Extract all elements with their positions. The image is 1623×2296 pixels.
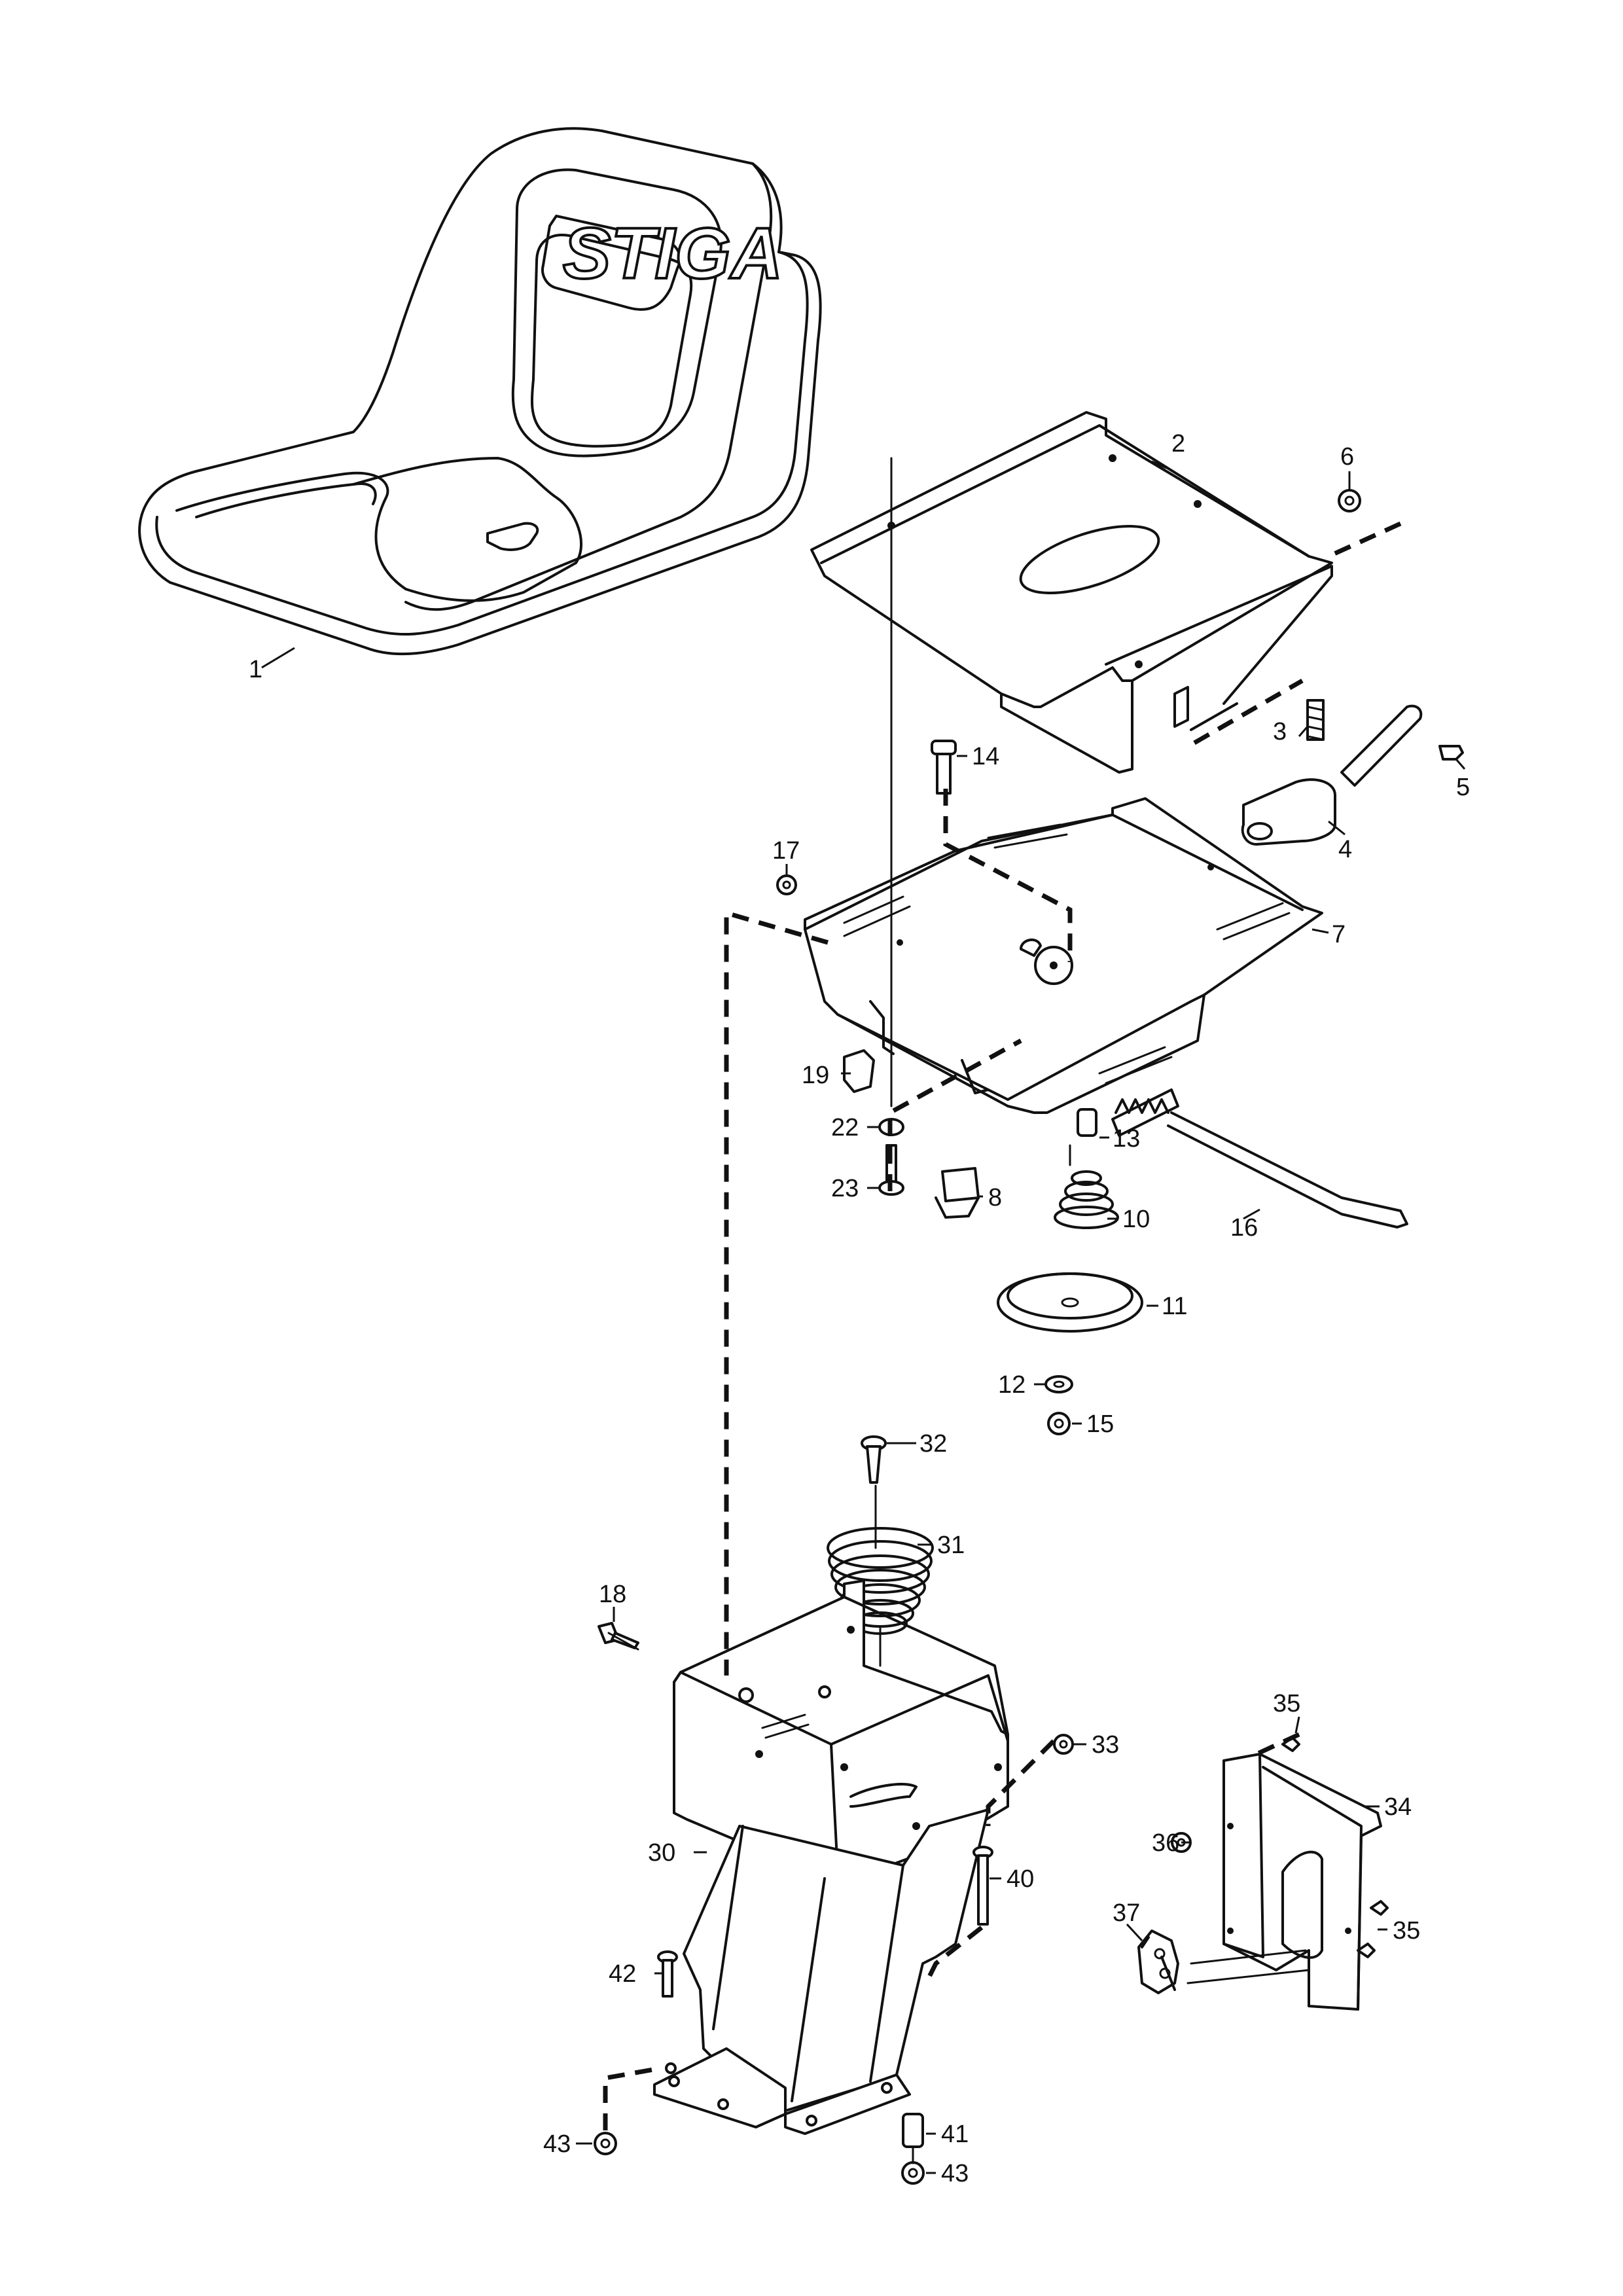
nut-33	[1053, 1734, 1074, 1755]
screw-35b	[1357, 1900, 1389, 1958]
spacer-13	[1077, 1108, 1097, 1137]
switch-guard	[1137, 1736, 1389, 2011]
callout-12: 12	[998, 1371, 1026, 1399]
seat-bracket	[810, 411, 1333, 774]
assembly-lines	[603, 457, 1402, 2164]
callout-36: 36	[1152, 1829, 1179, 1857]
seat-logo: STIGA	[563, 213, 783, 294]
clip-19	[843, 1049, 875, 1093]
spring-10	[1054, 1170, 1119, 1229]
callout-41: 41	[941, 2121, 969, 2148]
callout-30: 30	[648, 1839, 675, 1867]
callout-4: 4	[1338, 836, 1352, 863]
washer-12	[1044, 1375, 1073, 1393]
callout-35-bottom: 35	[1393, 1917, 1420, 1945]
callout-8: 8	[988, 1184, 1002, 1211]
callout-19: 19	[802, 1062, 829, 1089]
callout-1: 1	[249, 656, 262, 683]
column-bracket	[653, 1579, 1009, 2135]
bolt-14	[931, 740, 957, 795]
callout-40: 40	[1007, 1865, 1034, 1893]
callout-43-right: 43	[941, 2160, 969, 2187]
callout-34: 34	[1384, 1793, 1412, 1821]
callout-15: 15	[1086, 1410, 1114, 1438]
callout-32: 32	[919, 1430, 947, 1458]
bolt-32	[861, 1435, 887, 1484]
callout-11: 11	[1162, 1293, 1187, 1320]
nut-15	[1047, 1412, 1071, 1435]
bolt-42	[657, 1950, 678, 1998]
callout-10: 10	[1122, 1206, 1150, 1233]
bolt-18	[597, 1622, 639, 1649]
callout-13: 13	[1113, 1125, 1140, 1153]
screw-5	[1438, 745, 1464, 761]
callout-42: 42	[609, 1960, 636, 1988]
handle-4	[1241, 704, 1423, 846]
lever-rod	[1167, 1111, 1408, 1229]
seat-plate	[804, 797, 1323, 1137]
spacer-41	[902, 2113, 924, 2148]
seat: STIGA	[138, 127, 822, 656]
callout-2: 2	[1171, 430, 1185, 457]
nut-17	[776, 874, 797, 895]
nut-43a	[594, 2132, 617, 2155]
switch-37	[1137, 1929, 1179, 1994]
nut-43b	[901, 2161, 925, 2185]
callout-3: 3	[1273, 718, 1287, 745]
disc-11	[997, 1272, 1143, 1333]
callout-18: 18	[599, 1581, 626, 1608]
callout-16: 16	[1230, 1214, 1258, 1242]
callout-5: 5	[1456, 774, 1470, 801]
callout-14: 14	[972, 743, 999, 770]
handle-assembly	[1241, 489, 1464, 846]
callout-35-top: 35	[1273, 1690, 1300, 1717]
callout-43-left: 43	[543, 2130, 571, 2158]
callout-37: 37	[1113, 1899, 1140, 1927]
bolt-40	[972, 1846, 993, 1926]
spring-3	[1306, 699, 1325, 741]
callout-22: 22	[831, 1114, 859, 1141]
switch-8	[935, 1167, 980, 1219]
leader-lines	[261, 460, 1466, 2174]
callout-6: 6	[1340, 443, 1354, 471]
callout-17: 17	[772, 837, 800, 865]
callout-7: 7	[1332, 921, 1346, 948]
callout-23: 23	[831, 1175, 859, 1202]
callout-labels: 1 2 3 4 5 6 7 8 10 11 12 13 14 15 16 17 …	[249, 430, 1470, 2187]
callout-33: 33	[1092, 1731, 1119, 1759]
nut-6	[1338, 489, 1361, 512]
callout-31: 31	[937, 1532, 965, 1559]
